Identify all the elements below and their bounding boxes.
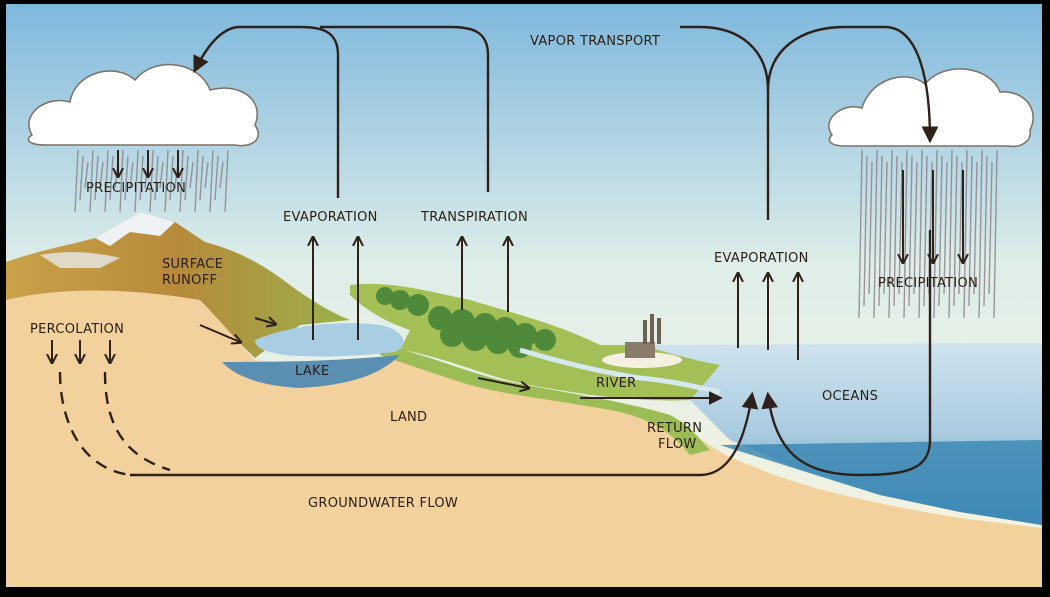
cloud-left bbox=[27, 63, 259, 147]
label-precipitation-right: PRECIPITATION bbox=[878, 276, 978, 291]
rain-streak bbox=[933, 149, 938, 319]
runoff-arrows bbox=[199, 318, 275, 342]
label-river: RIVER bbox=[596, 376, 637, 391]
rain-streak bbox=[124, 155, 129, 201]
rain-streak bbox=[109, 155, 114, 201]
rain-streak bbox=[129, 161, 134, 189]
rain-streak bbox=[189, 161, 194, 189]
label-surface-runoff-2: RUNOFF bbox=[162, 273, 217, 288]
rain-streak bbox=[89, 149, 94, 213]
cloud-right bbox=[828, 68, 1034, 148]
forest bbox=[376, 287, 556, 358]
label-transpiration: TRANSPIRATION bbox=[420, 210, 528, 225]
rain-streak bbox=[104, 149, 109, 213]
label-vapor-transport: VAPOR TRANSPORT bbox=[530, 34, 660, 49]
rain-right bbox=[858, 149, 998, 319]
rain-streak bbox=[923, 155, 928, 307]
rain-streak bbox=[973, 161, 978, 295]
rain-streak bbox=[194, 149, 199, 213]
rain-streak bbox=[184, 155, 189, 201]
rain-streak bbox=[204, 161, 209, 189]
precip-arrows bbox=[118, 150, 963, 262]
rain-streak bbox=[214, 155, 219, 201]
label-oceans: OCEANS bbox=[822, 389, 878, 404]
rain-streak bbox=[179, 149, 184, 213]
lake bbox=[255, 323, 404, 357]
rain-streak bbox=[918, 149, 923, 319]
rain-streak bbox=[94, 155, 99, 201]
rain-streak bbox=[983, 155, 988, 307]
percolation-arrows bbox=[52, 340, 110, 362]
rain-streak bbox=[858, 149, 863, 319]
rain-streak bbox=[913, 161, 918, 295]
rain-streak bbox=[903, 149, 908, 319]
rain-streak bbox=[888, 149, 893, 319]
rain-streak bbox=[868, 161, 873, 295]
factory bbox=[602, 314, 682, 368]
label-groundwater-flow: GROUNDWATER FLOW bbox=[308, 496, 458, 511]
rain-streak bbox=[898, 161, 903, 295]
rain-streak bbox=[953, 155, 958, 307]
label-precipitation-left: PRECIPITATION bbox=[86, 181, 186, 196]
rain-streak bbox=[958, 161, 963, 295]
rain-streak bbox=[139, 155, 144, 201]
rain-streak bbox=[134, 149, 139, 213]
rain-streak bbox=[938, 155, 943, 307]
rain-streak bbox=[149, 149, 154, 213]
label-return-flow-2: FLOW bbox=[658, 437, 697, 452]
rain-streak bbox=[209, 149, 214, 213]
groundwater-flow-arrows bbox=[58, 230, 932, 477]
rain-streak bbox=[978, 149, 983, 319]
rain-streak bbox=[943, 161, 948, 295]
label-evaporation-lake: EVAPORATION bbox=[283, 210, 378, 225]
rain-streak bbox=[119, 149, 124, 213]
rain-streak bbox=[74, 149, 79, 213]
rain-streak bbox=[84, 161, 89, 189]
label-lake: LAKE bbox=[295, 364, 329, 379]
rain-streak bbox=[963, 149, 968, 319]
rain-streak bbox=[968, 155, 973, 307]
rain-streak bbox=[79, 155, 84, 201]
label-return-flow-1: RETURN bbox=[647, 421, 702, 436]
label-surface-runoff-1: SURFACE bbox=[162, 257, 223, 272]
rain-streak bbox=[878, 155, 883, 307]
label-evaporation-ocean: EVAPORATION bbox=[714, 251, 809, 266]
river-arrows bbox=[477, 377, 723, 405]
rain-streak bbox=[154, 155, 159, 201]
rain-streak bbox=[219, 161, 224, 189]
vapor-transport-arrows bbox=[193, 25, 939, 220]
rain-streak bbox=[883, 161, 888, 295]
rain-streak bbox=[908, 155, 913, 307]
rain-streak bbox=[873, 149, 878, 319]
up-arrows bbox=[313, 238, 798, 360]
label-land: LAND bbox=[390, 410, 427, 425]
label-percolation: PERCOLATION bbox=[30, 322, 124, 337]
rain-streak bbox=[948, 149, 953, 319]
rain-streak bbox=[988, 161, 993, 295]
rain-streak bbox=[164, 149, 169, 213]
rain-streak bbox=[99, 161, 104, 189]
rain-streak bbox=[224, 149, 229, 213]
rain-streak bbox=[159, 161, 164, 189]
rain-streak bbox=[863, 155, 868, 307]
rain-streak bbox=[169, 155, 174, 201]
rain-streak bbox=[893, 155, 898, 307]
river bbox=[519, 347, 721, 395]
rain-streak bbox=[199, 155, 204, 201]
rain-left bbox=[74, 149, 229, 213]
rain-streak bbox=[993, 149, 998, 319]
